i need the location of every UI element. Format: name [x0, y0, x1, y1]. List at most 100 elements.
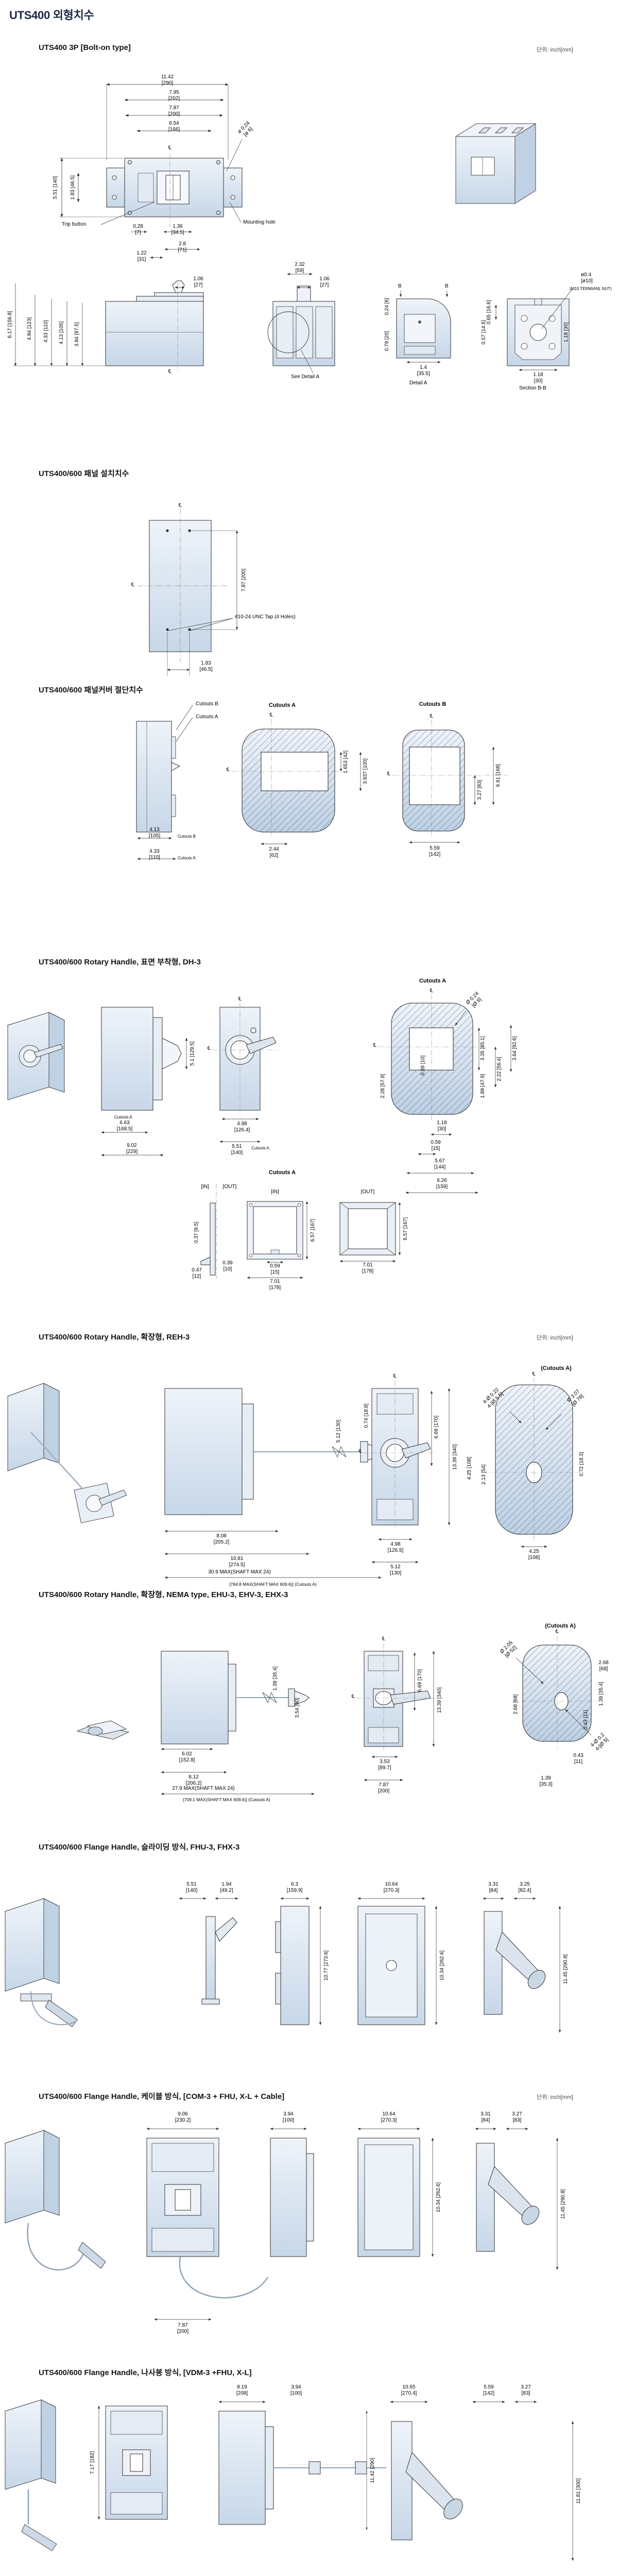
screw-drawing-area: 7.17 [182] 8.19 [208] 3.94 [100] 10.65 […	[0, 2380, 618, 2576]
dim-label: 0.28 [7]	[133, 224, 143, 235]
bolt-on-drawing-area: 11.42 [290] 7.95 [202] 7.87 [200] 6.54 […	[0, 72, 618, 402]
dim-label: 0.24 [6]	[384, 298, 390, 315]
section-heading-reh3: UTS400/600 Rotary Handle, 확장형, REH-3	[39, 1333, 190, 1342]
panel-install-drawing	[138, 509, 238, 676]
dim-label: 1.36 [34.5]	[171, 224, 184, 235]
section-heading-panel-cutout: UTS400/600 패널커버 절단치수	[39, 686, 143, 694]
dim-label: 2.13 [54]	[481, 1464, 487, 1485]
section-heading-bolt-on: UTS400 3P [Bolt-on type]	[39, 43, 131, 52]
dim-label: 2.68 [68]	[513, 1694, 519, 1715]
cutouts-a-title: (Cutouts A)	[541, 1365, 572, 1371]
centerline-mark: ℄	[131, 582, 135, 588]
nema-drawings	[76, 1636, 597, 1795]
dim-label: 0.47 [12]	[192, 1267, 202, 1279]
centerline-mark: ℄	[269, 713, 273, 718]
dim-label: 5.12 [130]	[389, 1564, 402, 1576]
dim-label: 5.1 [129.5]	[190, 1041, 196, 1066]
dim-label: 6.69 [170]	[434, 1415, 440, 1439]
section-mark-b: B	[445, 283, 449, 289]
tap-callout: #10-24 UNC Tap (4 Holes)	[235, 614, 296, 620]
page-title: UTS400 외형치수	[9, 9, 94, 22]
detail-a-caption: Detail A	[409, 380, 427, 386]
reh3-drawing-area: 0.74 [18.8] 5.12 [130] 8.08 [205.2] 10.8…	[0, 1345, 618, 1592]
in-label: [IN]	[201, 1184, 209, 1190]
unit-label: 단위: inch[mm]	[537, 47, 573, 53]
dim-label: 0.43 [11]	[583, 1709, 589, 1730]
dim-label: 3.31 [84]	[480, 2111, 491, 2123]
cutouts-a-callout: Cutouts A	[196, 714, 218, 720]
dim-label: 8.19 [208]	[236, 2384, 248, 2396]
dim-label: 0.39 [10]	[420, 1055, 426, 1076]
dim-label: 2.8 [71]	[178, 241, 187, 253]
dim-label: 10.64 [270.3]	[381, 2111, 397, 2123]
cutouts-a-title: Cutouts A	[268, 1170, 296, 1176]
dim-label: 4.25 [108]	[467, 1456, 473, 1480]
centerline-mark: ℄	[382, 1636, 386, 1642]
dim-label: 0.59 [15]	[431, 1140, 441, 1151]
dim-label: 11.45 [290.8]	[560, 2189, 566, 2219]
dim-label: 10.34 [262.6]	[439, 1950, 445, 1981]
centerline-mark: ℄	[430, 714, 434, 719]
nema-drawing-area: 1.39 [35.4] 3.54 [90] 6.02 [152.8] 8.12 …	[0, 1602, 618, 1844]
see-detail-a-label: See Detail A	[291, 374, 320, 380]
dim-label: 3.64 [92.6]	[512, 1036, 518, 1061]
dim-label: 6.57 [167]	[403, 1217, 409, 1241]
centerline-mark: ℄	[387, 771, 391, 777]
cutouts-b-callout: Cutouts B	[196, 701, 218, 707]
dim-label: 1.39 [35.3]	[539, 1775, 553, 1787]
dim-label: 6.61 [168]	[495, 764, 502, 787]
screw-drawings	[4, 2399, 574, 2561]
section-bb-caption: Section B-B	[519, 385, 546, 391]
section-heading-screw: UTS400/600 Flange Handle, 나사봉 방식, [VDM-3…	[39, 2368, 252, 2377]
dim-label: 9.06 [230.2]	[175, 2111, 191, 2123]
dim-label: 6.69 [170]	[417, 1669, 423, 1692]
section-heading-cable: UTS400/600 Flange Handle, 케이블 방식, [COM-3…	[39, 2092, 285, 2101]
centerline-mark: ℄	[351, 1694, 355, 1700]
trip-button-label: Trip button	[62, 222, 87, 227]
dim-label: 1.06 [27]	[193, 276, 203, 288]
panel-cutout-drawing-area: Cutouts B Cutouts A 4.13 [105] Cutouts B…	[0, 698, 618, 876]
section-heading-fhu: UTS400/600 Flange Handle, 슬라이딩 방식, FHU-3…	[39, 1843, 240, 1852]
cutouts-a-ref: Cutouts A	[251, 1146, 269, 1150]
centerline-mark: ℄	[373, 1043, 377, 1048]
dim-label: 10.34 [262.6]	[436, 2182, 442, 2213]
out-label: [OUT]	[360, 1189, 375, 1195]
unit-label: 단위: inch[mm]	[537, 2094, 573, 2100]
in-label: [IN]	[271, 1189, 279, 1195]
dim-label: 5.59 [142]	[483, 2384, 495, 2396]
dim-label: 0.39 [10]	[222, 1260, 233, 1272]
dim-label: 6.17 [156.8]	[7, 311, 13, 338]
centerline-mark: ℄	[207, 1046, 211, 1052]
dim-label: 4.98 [126.4]	[234, 1121, 250, 1133]
dim-label: 1.83 [46.5]	[70, 175, 76, 200]
cutouts-a-title: (Cutouts A)	[545, 1623, 576, 1629]
dim-label: 4.25 [108]	[528, 1549, 540, 1561]
dim-label: 7.01 [178]	[269, 1279, 281, 1291]
dim-label: 1.18 [30]	[533, 372, 543, 384]
dim-label: 10.64 [270.3]	[383, 1882, 400, 1893]
dim-label: 4.33 [110]	[43, 320, 49, 343]
cutouts-a-ref: Cutouts A	[178, 856, 196, 860]
dim-label: [784.8 MAX(SHAFT MAX 609.6)] (Cutouts A)	[229, 1582, 317, 1587]
dim-label: 3.84 [97.5]	[74, 322, 80, 347]
dim-label: 6.54 [166]	[168, 121, 180, 132]
panel-install-drawing-area: ℄ ℄ 7.87 [200] #10-24 UNC Tap (4 Holes) …	[0, 464, 618, 685]
dim-label: 5.51 [140]	[185, 1882, 198, 1893]
panel-cutout-drawings	[136, 705, 507, 860]
cable-drawing-area: 9.06 [230.2] 3.94 [100] 10.64 [270.3] 3.…	[0, 2107, 618, 2354]
dim-label: 7.87 [200]	[177, 2323, 189, 2334]
dim-label: 3.53 [89.7]	[378, 1759, 391, 1771]
dim-label: 1.22 [31]	[136, 250, 147, 262]
dim-label: 3.27 [83]	[477, 779, 483, 800]
dim-label: 1.18 [30]	[437, 1120, 447, 1132]
dim-label: 10.65 [270.4]	[401, 2384, 417, 2396]
dim-label: 3.937 [100]	[363, 758, 369, 785]
cutouts-b-title: Cutouts B	[419, 701, 447, 707]
dim-label: 5.51 [140]	[231, 1144, 243, 1156]
dim-label: 10.77 [273.6]	[323, 1950, 330, 1981]
dim-label: 0.57 [14.5]	[481, 320, 487, 345]
dim-label: ø0.4 [ø10]	[581, 272, 593, 284]
dim-label: 7.87 [200]	[241, 568, 247, 592]
dim-label: 4.13 [105]	[59, 321, 65, 345]
dim-label: 1.4 [35.5]	[417, 365, 430, 377]
